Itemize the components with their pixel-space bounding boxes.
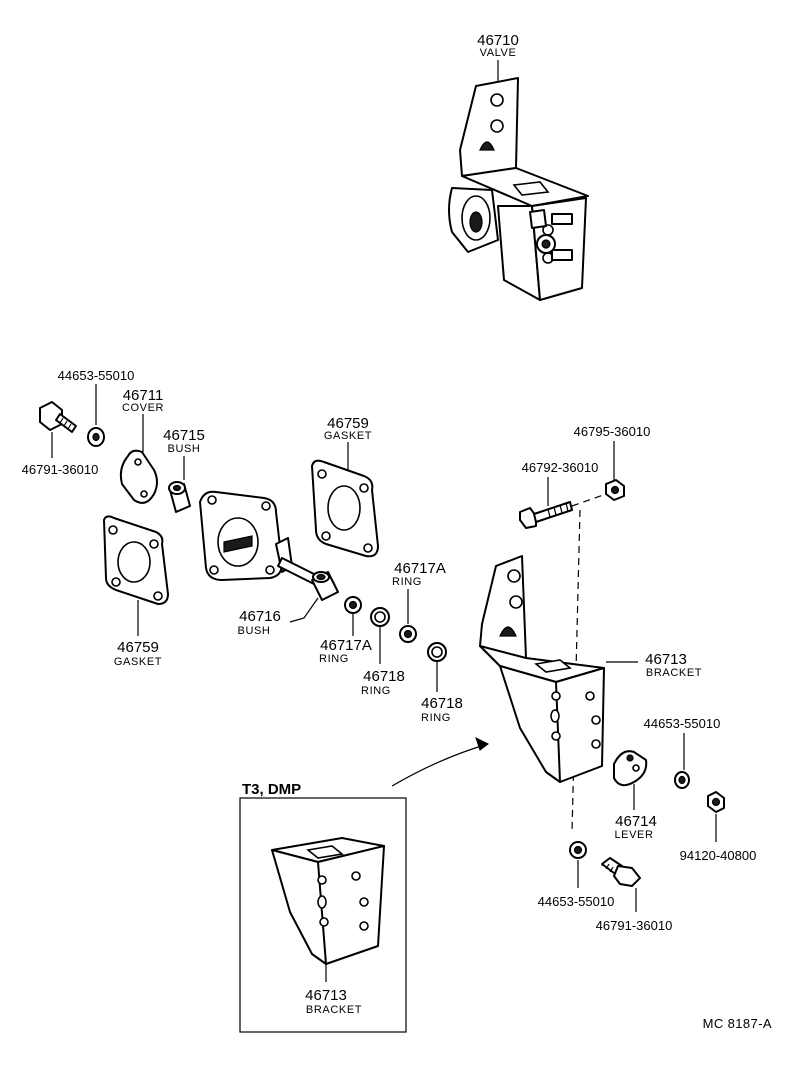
ring-a-lower-name: RING <box>319 653 349 665</box>
gasket-46759-left[interactable]: 46759 GASKET <box>103 515 169 668</box>
gasket-right-number: 46759 <box>327 415 369 432</box>
variant-box-title: T3, DMP <box>242 781 301 798</box>
ring-right-number: 46718 <box>421 695 463 712</box>
ring-46717a-lower[interactable]: 46717A RING <box>319 596 372 665</box>
bracket-46713[interactable]: 46713 BRACKET <box>479 555 702 783</box>
ring-left-name: RING <box>361 685 391 697</box>
ring-46718-left[interactable]: 46718 RING <box>361 607 405 697</box>
gasket-left-number: 46759 <box>117 639 159 656</box>
valve-number: 46710 <box>477 32 519 49</box>
lever-46714[interactable]: 46714 LEVER <box>613 750 657 841</box>
variant-arrow-line <box>391 743 489 787</box>
ring-a-upper-number: 46717A <box>394 560 446 577</box>
valve-name: VALVE <box>480 47 517 59</box>
shaft-with-bush-46716[interactable]: 46716 BUSH <box>238 557 339 637</box>
variant-bracket-46713[interactable]: 46713 BRACKET <box>271 837 385 1016</box>
throttle-housing[interactable] <box>199 490 293 581</box>
gasket-left-name: GASKET <box>114 656 162 668</box>
ring-a-upper-name: RING <box>392 576 422 588</box>
bolt-lower-number: 46791-36010 <box>596 918 673 933</box>
bracket-name: BRACKET <box>646 667 702 679</box>
ring-right-name: RING <box>421 712 451 724</box>
ring-46718-right[interactable]: 46718 RING <box>421 642 463 724</box>
ring-a-lower-number: 46717A <box>320 637 372 654</box>
washer-upper-left-number: 44653-55010 <box>58 368 135 383</box>
cover-number: 46711 <box>123 387 164 404</box>
washer-right-number: 44653-55010 <box>644 716 721 731</box>
bush-upper-name: BUSH <box>168 443 201 455</box>
drawing-code: MC 8187-A <box>703 1016 772 1031</box>
variant-arrow-head <box>475 737 489 751</box>
washer-44653-55010-lower[interactable]: 44653-55010 <box>538 841 615 909</box>
bolt-upper-left-number: 46791-36010 <box>22 462 99 477</box>
valve-assembly[interactable]: 46710 VALVE <box>448 32 589 301</box>
bolt-46791-36010-upper-left[interactable]: 46791-36010 <box>22 401 99 477</box>
bush-shaft-number: 46716 <box>239 608 281 625</box>
washer-lower-number: 44653-55010 <box>538 894 615 909</box>
bracket-number: 46713 <box>645 651 687 668</box>
variant-bracket-number: 46713 <box>305 987 347 1004</box>
ring-46717a-upper[interactable]: 46717A RING <box>392 560 446 643</box>
nut-46795-36010[interactable]: 46795-36010 <box>574 424 651 501</box>
bush-shaft-name: BUSH <box>238 625 271 637</box>
lever-name: LEVER <box>614 829 653 841</box>
nut-94120-40800[interactable]: 94120-40800 <box>680 791 757 863</box>
gasket-46759-right[interactable]: 46759 GASKET <box>311 415 379 558</box>
cover-46711[interactable]: 46711 COVER <box>119 387 164 504</box>
bolt-top-number: 46792-36010 <box>522 460 599 475</box>
bush-46715[interactable]: 46715 BUSH <box>163 427 205 513</box>
gasket-right-name: GASKET <box>324 430 372 442</box>
bolt-46791-36010-lower[interactable]: 46791-36010 <box>596 857 673 933</box>
bolt-46792-36010[interactable]: 46792-36010 <box>519 460 599 529</box>
washer-44653-55010-upper-left[interactable]: 44653-55010 <box>58 368 135 447</box>
nut-right-number: 94120-40800 <box>680 848 757 863</box>
lever-number: 46714 <box>615 813 657 830</box>
washer-44653-55010-right[interactable]: 44653-55010 <box>644 716 721 789</box>
variant-bracket-name: BRACKET <box>306 1004 362 1016</box>
variant-box-frame <box>239 797 407 1033</box>
cover-name: COVER <box>122 402 164 414</box>
variant-box: T3, DMP 46713 BRACKET <box>239 737 489 1033</box>
ring-left-number: 46718 <box>363 668 405 685</box>
bush-upper-number: 46715 <box>163 427 205 444</box>
assembly-line-top <box>571 493 607 507</box>
nut-top-number: 46795-36010 <box>574 424 651 439</box>
